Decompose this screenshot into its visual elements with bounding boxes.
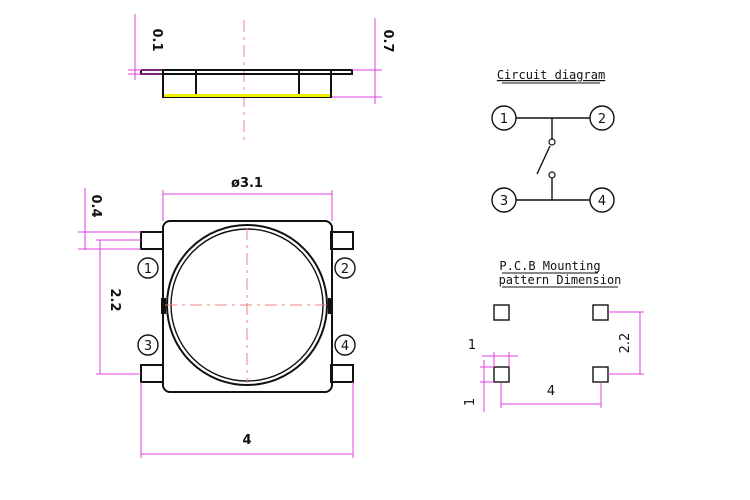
pin-bottom-right	[330, 364, 354, 383]
ring-tab-right	[328, 298, 333, 314]
circuit-node-1: 1	[500, 112, 508, 127]
top-dim-pin-pitch: 2.2	[107, 288, 122, 311]
circuit-node-4: 4	[598, 194, 606, 209]
pin-label-3: 3	[144, 339, 152, 354]
side-dim-top-thickness: 0.1	[149, 28, 164, 51]
pin-label-circle	[334, 334, 356, 356]
pin-top-right	[330, 231, 354, 250]
pin-label-circle	[137, 257, 159, 279]
circuit-title: Circuit diagram	[497, 68, 605, 82]
circuit-node-2: 2	[598, 112, 606, 127]
top-dim-pin-width: 0.4	[88, 194, 103, 217]
pin-label-circle	[334, 257, 356, 279]
circuit-node-3: 3	[500, 194, 508, 209]
top-view: 1 2 3 4 ø3.1 0.4 2.2 4	[78, 176, 356, 458]
pcb-pad-4	[592, 366, 609, 383]
pcb-title-line2: pattern Dimension	[499, 273, 622, 287]
pin-bottom-left	[140, 364, 164, 383]
side-view: 0.1 0.7	[128, 14, 395, 145]
pin-label-1: 1	[144, 262, 152, 277]
pcb-pattern: P.C.B Mounting pattern Dimension 1 1 2.2…	[463, 259, 644, 412]
top-dim-overall-width: 4	[242, 433, 251, 448]
pcb-dim-vertical-pitch: 2.2	[618, 333, 633, 354]
pcb-dim-horizontal-pitch: 4	[547, 384, 555, 399]
pin-label-2: 2	[341, 262, 349, 277]
side-base-strip	[164, 94, 330, 97]
circuit-diagram: Circuit diagram 1 2 3 4	[491, 68, 615, 213]
pcb-pad-3	[493, 366, 510, 383]
switch-lever	[536, 145, 551, 175]
pin-label-circle	[137, 334, 159, 356]
pcb-dim-pad-width: 1	[468, 338, 476, 353]
pcb-pad-2	[592, 304, 609, 321]
side-dim-height: 0.7	[380, 29, 395, 52]
pin-top-left	[140, 231, 164, 250]
switch-contact-bottom	[548, 171, 556, 179]
pcb-dim-pad-height: 1	[463, 398, 478, 406]
top-dim-diameter: ø3.1	[231, 176, 263, 191]
pcb-pad-1	[493, 304, 510, 321]
pin-label-4: 4	[341, 339, 349, 354]
switch-contact-top	[548, 138, 556, 146]
pcb-title-line1: P.C.B Mounting	[499, 259, 600, 273]
ring-tab-left	[161, 298, 166, 314]
